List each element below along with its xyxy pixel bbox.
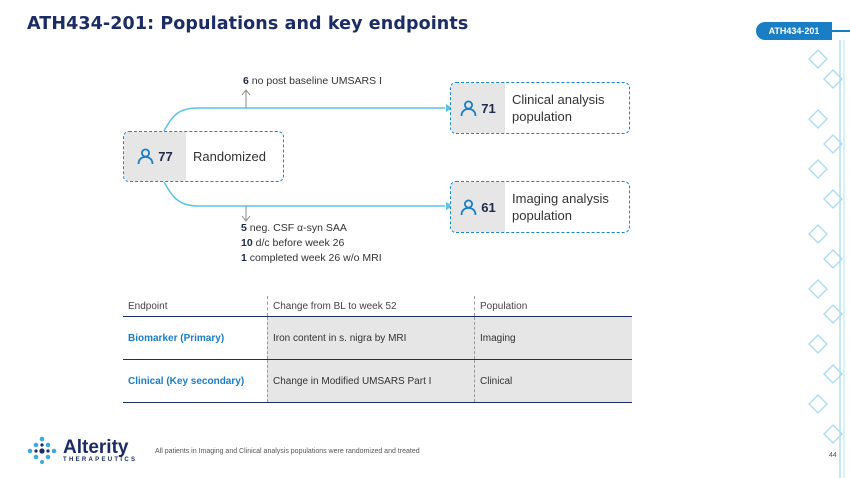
imaging-population-box: 61 Imaging analysis population	[450, 181, 630, 233]
excluded-clinical-count: 6	[243, 75, 249, 87]
clinical-count: 71	[481, 100, 496, 116]
person-icon	[460, 199, 477, 215]
logo-mark-icon	[27, 436, 57, 464]
study-tag: ATH434-201	[756, 22, 832, 40]
endpoints-table: Endpoint Change from BL to week 52 Popul…	[123, 296, 632, 403]
excluded-imaging-note: 10 d/c before week 26	[241, 237, 345, 249]
excluded-imaging-note: 5 neg. CSF α-syn SAA	[241, 222, 347, 234]
footnote: All patients in Imaging and Clinical ana…	[155, 448, 420, 455]
randomized-label: Randomized	[193, 149, 266, 164]
page-number: 44	[829, 452, 837, 459]
person-icon	[460, 100, 477, 116]
table-header: Population	[474, 296, 632, 316]
imaging-label-line2: population	[512, 208, 572, 223]
table-cell: Clinical	[474, 360, 632, 402]
randomized-count: 77	[158, 149, 173, 164]
table-row: Biomarker (Primary) Iron content in s. n…	[123, 316, 632, 359]
imaging-count: 61	[481, 199, 496, 215]
logo-name: Alterity	[63, 436, 129, 458]
decorative-chain-pattern	[808, 40, 845, 478]
logo-subtitle: THERAPEUTICS	[63, 456, 138, 463]
page-title: ATH434-201: Populations and key endpoint…	[27, 14, 469, 34]
excluded-clinical-text: no post baseline UMSARS I	[251, 75, 382, 87]
person-icon	[137, 148, 154, 165]
table-header: Change from BL to week 52	[267, 296, 474, 316]
table-cell: Change in Modified UMSARS Part I	[267, 360, 474, 402]
table-bottom-rule	[123, 402, 632, 403]
table-row: Clinical (Key secondary) Change in Modif…	[123, 359, 632, 402]
table-header-row: Endpoint Change from BL to week 52 Popul…	[123, 296, 632, 316]
clinical-label-line2: population	[512, 109, 572, 124]
table-header: Endpoint	[128, 300, 168, 312]
table-cell: Biomarker (Primary)	[128, 332, 225, 344]
table-cell: Iron content in s. nigra by MRI	[267, 317, 474, 359]
excluded-clinical-note: 6 no post baseline UMSARS I	[243, 74, 382, 89]
clinical-population-box: 71 Clinical analysis population	[450, 82, 630, 134]
clinical-label-line1: Clinical analysis	[512, 92, 605, 107]
excluded-imaging-note: 1 completed week 26 w/o MRI	[241, 252, 382, 264]
table-cell: Clinical (Key secondary)	[128, 375, 245, 387]
tag-connector	[832, 30, 850, 32]
excluded-imaging-notes: 5 neg. CSF α-syn SAA 10 d/c before week …	[241, 221, 382, 266]
company-logo: Alterity THERAPEUTICS	[27, 436, 137, 464]
table-cell: Imaging	[474, 317, 632, 359]
imaging-label-line1: Imaging analysis	[512, 191, 609, 206]
randomized-box: 77 Randomized	[123, 131, 284, 182]
